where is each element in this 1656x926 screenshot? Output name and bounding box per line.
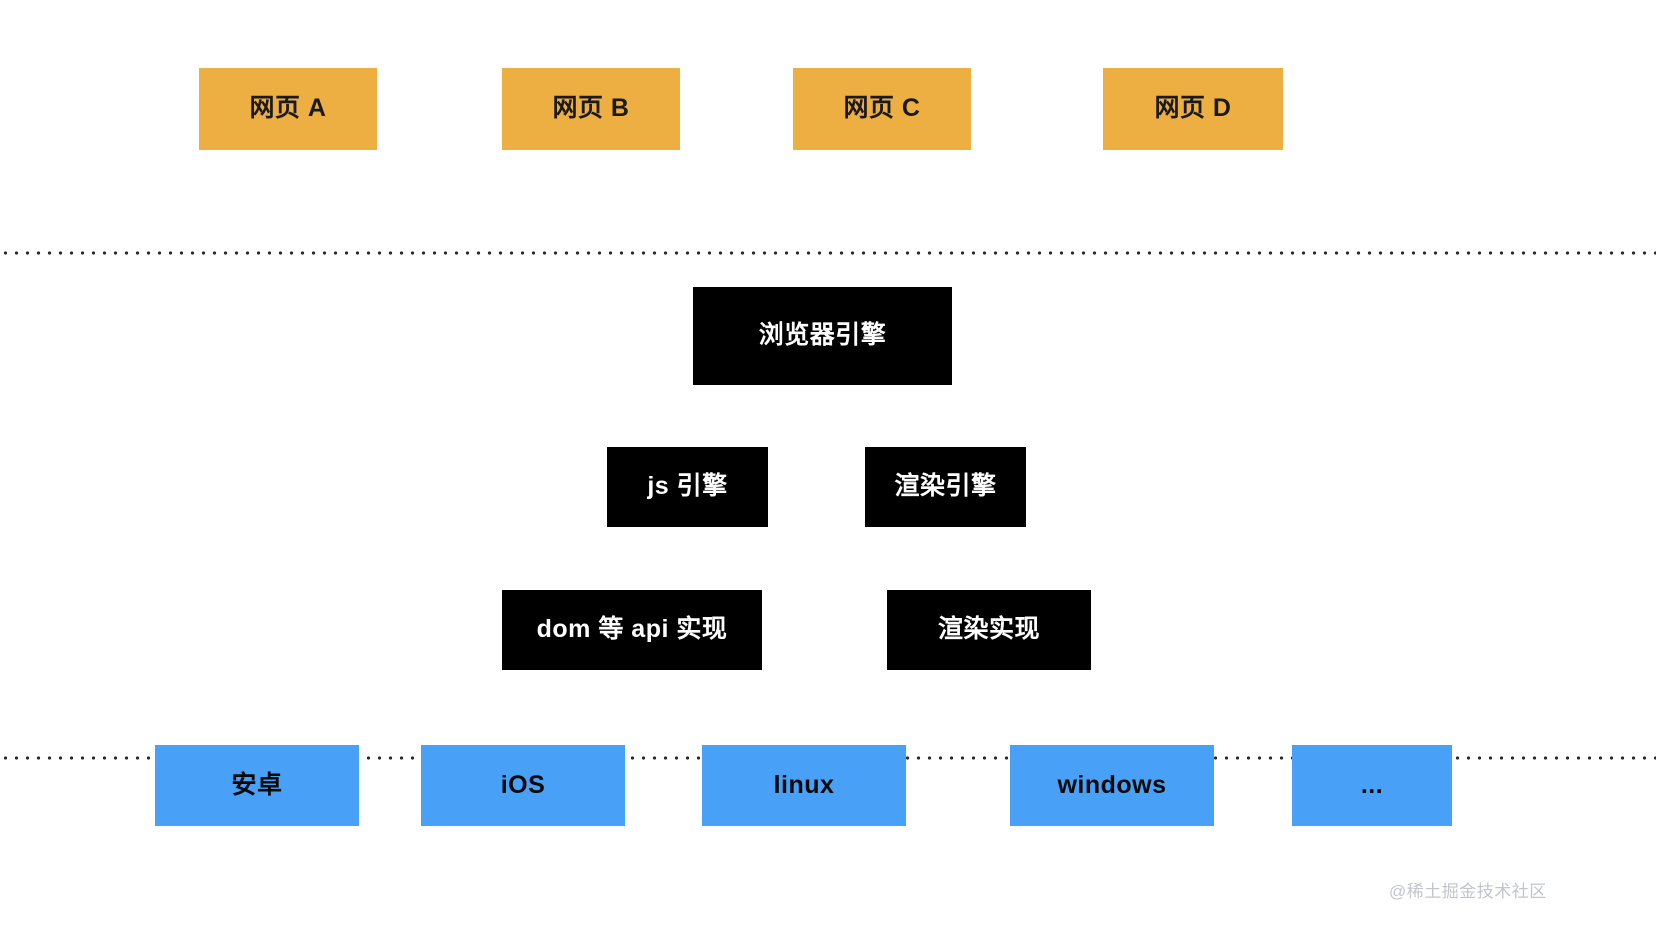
node-web-page-a: 网页 A [199, 68, 377, 150]
node-label: linux [773, 770, 835, 799]
node-dom-api-implementation: dom 等 api 实现 [502, 590, 762, 670]
node-platform-ios: iOS [421, 745, 625, 826]
watermark: @稀土掘金技术社区 [1389, 882, 1547, 901]
node-js-engine: js 引擎 [607, 447, 768, 527]
node-label: 渲染引擎 [894, 472, 997, 501]
node-label: windows [1057, 770, 1167, 799]
node-label: 渲染实现 [937, 615, 1040, 644]
node-label: iOS [500, 770, 546, 799]
divider-above-browser-engine [0, 251, 1656, 255]
node-platform-windows: windows [1010, 745, 1214, 826]
node-label: js 引擎 [647, 472, 728, 501]
node-platform-more: ... [1292, 745, 1452, 826]
node-label: 网页 D [1154, 94, 1232, 123]
node-browser-engine: 浏览器引擎 [693, 287, 952, 385]
node-rendering-engine: 渲染引擎 [865, 447, 1026, 527]
node-label: 网页 B [552, 94, 630, 123]
node-platform-linux: linux [702, 745, 906, 826]
node-label: 浏览器引擎 [758, 321, 887, 350]
node-label: 安卓 [231, 770, 283, 799]
node-label: 网页 C [843, 94, 921, 123]
node-web-page-d: 网页 D [1103, 68, 1283, 150]
node-web-page-b: 网页 B [502, 68, 680, 150]
node-label: ... [1360, 770, 1384, 799]
node-rendering-implementation: 渲染实现 [887, 590, 1091, 670]
node-label: 网页 A [249, 94, 327, 123]
node-web-page-c: 网页 C [793, 68, 971, 150]
node-label: dom 等 api 实现 [536, 615, 728, 644]
node-platform-android: 安卓 [155, 745, 359, 826]
